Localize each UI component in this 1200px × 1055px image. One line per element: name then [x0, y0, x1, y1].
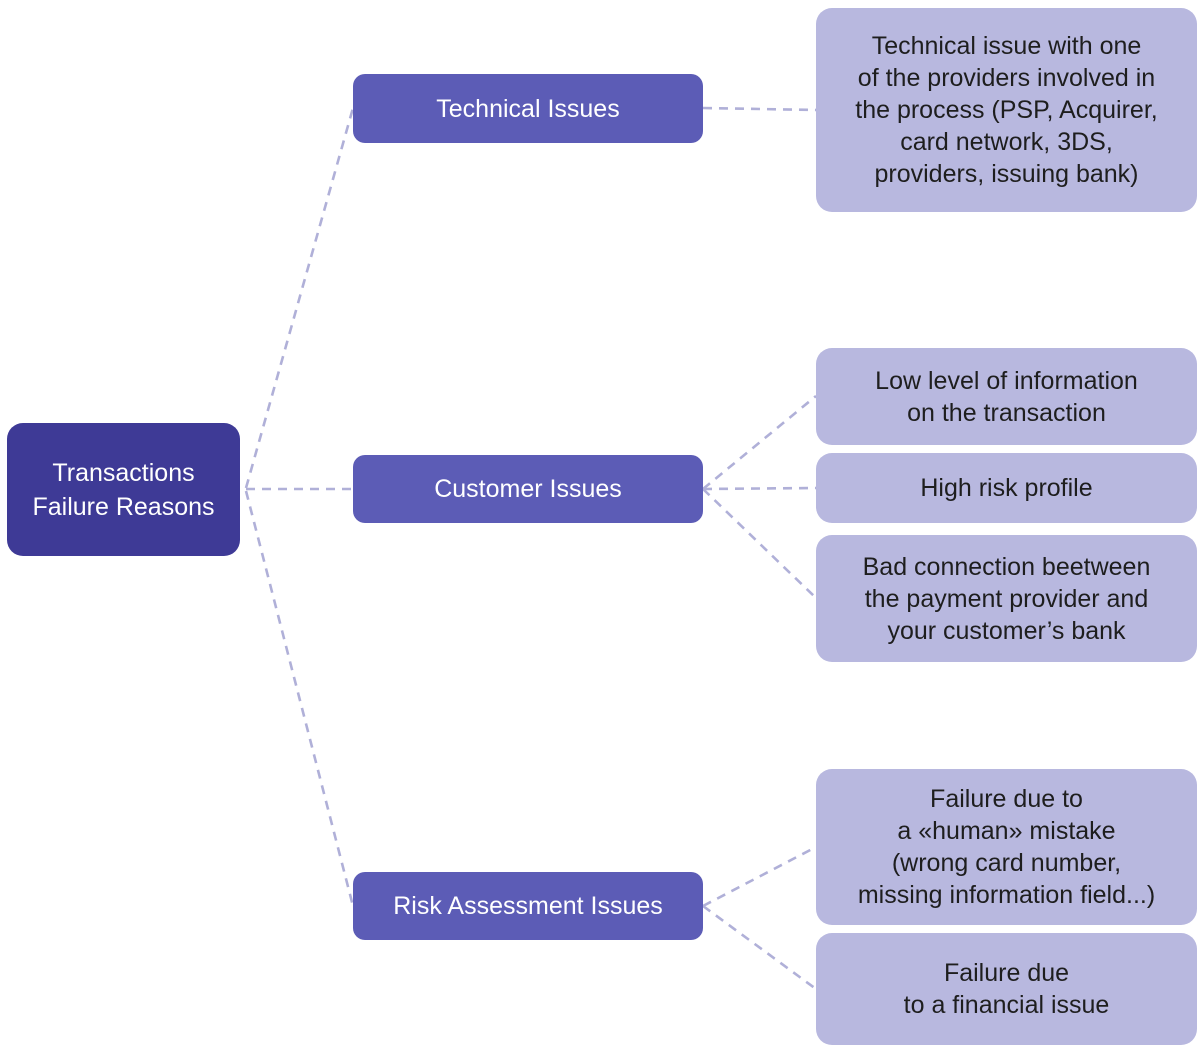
- branch-node-risk-assessment-issues: Risk Assessment Issues: [353, 872, 703, 940]
- leaf-node-bad-connection: Bad connection beetween the payment prov…: [816, 535, 1197, 662]
- leaf-node-technical-provider-issue: Technical issue with one of the provider…: [816, 8, 1197, 212]
- root-node-transactions-failure-reasons: Transactions Failure Reasons: [7, 423, 240, 556]
- leaf-node-human-mistake: Failure due to a «human» mistake (wrong …: [816, 769, 1197, 925]
- leaf-node-high-risk-profile: High risk profile: [816, 453, 1197, 523]
- connector-customer-to-leaf3: [702, 486, 817, 491]
- connector-technical-to-leaf1: [702, 106, 817, 112]
- connector-risk-to-leaf6: [702, 904, 817, 991]
- leaf-node-financial-issue: Failure due to a financial issue: [816, 933, 1197, 1045]
- branch-node-customer-issues: Customer Issues: [353, 455, 703, 523]
- connector-customer-to-leaf2: [702, 394, 817, 491]
- connector-customer-to-leaf4: [702, 488, 817, 599]
- leaf-node-low-information: Low level of information on the transact…: [816, 348, 1197, 445]
- connector-root-to-technical: [244, 107, 355, 489]
- connector-risk-to-leaf5: [702, 845, 817, 908]
- connector-root-to-risk: [244, 490, 355, 907]
- branch-node-technical-issues: Technical Issues: [353, 74, 703, 143]
